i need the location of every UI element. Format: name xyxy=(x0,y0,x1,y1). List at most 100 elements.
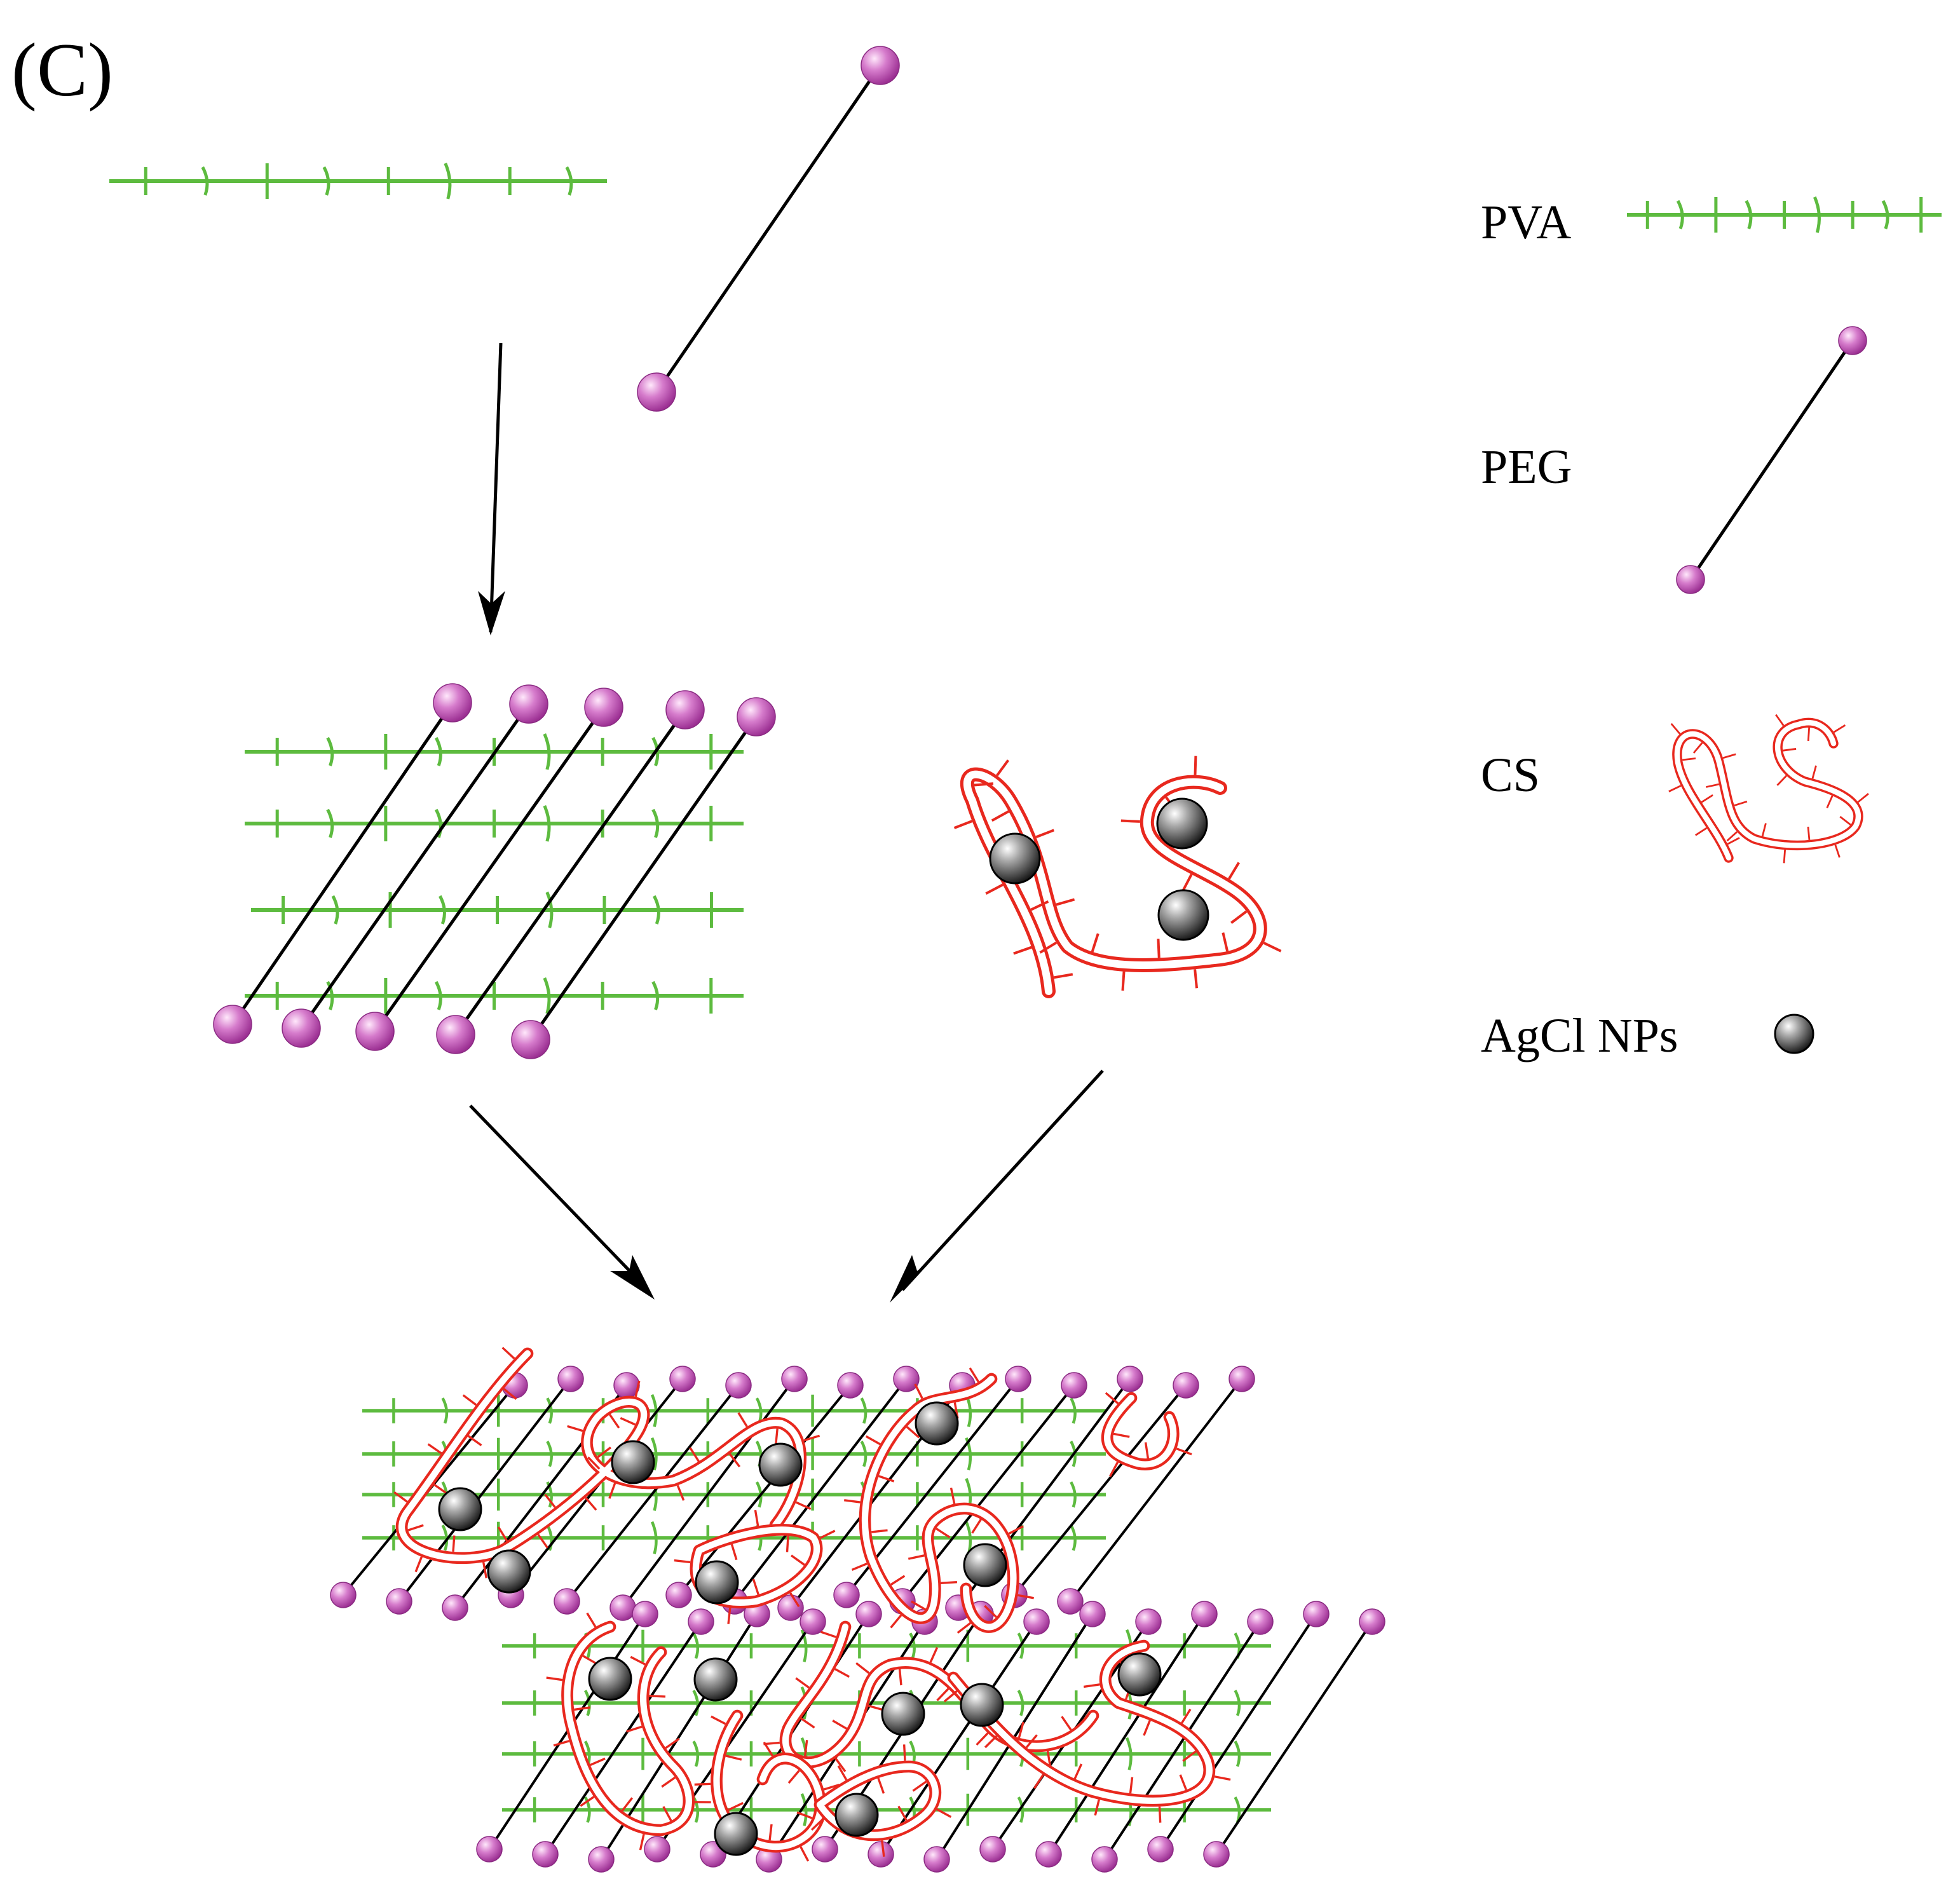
agcl-nanoparticle xyxy=(611,1440,655,1484)
cs-amino xyxy=(467,1435,482,1446)
pva-hydroxyl xyxy=(909,1632,916,1659)
cs-coil xyxy=(674,1509,836,1624)
peg-end-sphere xyxy=(1247,1608,1274,1635)
pva-hydroxyl xyxy=(1813,196,1821,233)
cs-amino xyxy=(774,1428,779,1446)
peg-end-sphere xyxy=(1135,1608,1162,1635)
peg-backbone xyxy=(677,1384,852,1596)
cs-amino xyxy=(1775,714,1785,726)
peg-backbone xyxy=(1069,1378,1243,1603)
agcl-nanoparticle xyxy=(1156,797,1208,850)
cs-amino xyxy=(851,1563,868,1571)
agcl-nanoparticle xyxy=(695,1560,739,1605)
cs-amino xyxy=(1105,1392,1119,1404)
peg-end-sphere xyxy=(588,1846,615,1873)
cs-amino xyxy=(791,1554,805,1566)
cs-amino xyxy=(537,1533,548,1549)
peg-end-sphere xyxy=(584,688,623,727)
gel-agcl-layer xyxy=(438,1401,1162,1856)
peg-end-sphere xyxy=(632,1601,658,1627)
cs-amino xyxy=(1181,1708,1192,1724)
cs-amino xyxy=(971,1519,982,1534)
peg-end-sphere xyxy=(644,1836,670,1863)
agcl-nanoparticle xyxy=(588,1657,632,1701)
arrow-head xyxy=(478,591,505,635)
legend-agcl-icon xyxy=(1774,1014,1814,1054)
cs-amino xyxy=(1857,792,1869,803)
pva-hydroxyl xyxy=(434,736,442,766)
cs-amino xyxy=(752,1578,759,1595)
cs-amino xyxy=(497,1526,508,1542)
cs-coil xyxy=(1668,714,1869,864)
peg-backbone xyxy=(655,64,882,393)
cs-amino xyxy=(1143,1720,1151,1736)
pva-peg-cs-agcl-hydrogel xyxy=(330,1347,1385,1873)
peg-end-sphere xyxy=(669,1366,696,1392)
pva-hydroxyl xyxy=(434,981,442,1010)
peg-end-sphere xyxy=(1091,1846,1118,1873)
cs-amino xyxy=(1121,971,1126,991)
cs-coil xyxy=(546,1612,711,1850)
pva-hydroxyl xyxy=(651,808,660,838)
cs-amino xyxy=(608,1483,616,1499)
cs-amino xyxy=(452,1535,456,1552)
cs-amino xyxy=(501,1347,515,1360)
cs-amino xyxy=(832,1720,848,1730)
cs-amino xyxy=(544,1493,556,1509)
peg-end-sphere xyxy=(442,1594,468,1621)
cs-amino xyxy=(1230,910,1248,924)
pva-hydroxyl xyxy=(692,1632,700,1659)
agcl-nanoparticle xyxy=(834,1793,879,1837)
cs-amino xyxy=(626,1725,643,1733)
cs-amino xyxy=(878,1475,895,1483)
cs-amino xyxy=(1701,794,1713,803)
peg-backbone xyxy=(566,1384,740,1603)
peg-end-sphere xyxy=(1057,1588,1084,1615)
pva-hydroxyl xyxy=(860,1397,868,1424)
peg-end-sphere xyxy=(1035,1841,1062,1868)
cs-amino xyxy=(1181,874,1193,892)
cs-amino xyxy=(711,1715,726,1725)
peg-end-sphere xyxy=(868,1841,894,1868)
cs-amino xyxy=(1179,1774,1188,1791)
pva-hydroxyl xyxy=(650,1437,658,1470)
pva-hydroxyl xyxy=(651,981,660,1010)
cs-amino xyxy=(582,1655,598,1666)
cs-amino xyxy=(902,1744,906,1761)
cs-amino xyxy=(823,1783,840,1791)
cs-amino xyxy=(407,1524,424,1531)
peg-end-sphere xyxy=(893,1366,920,1392)
cs-amino xyxy=(1670,723,1681,735)
cs-amino xyxy=(1668,785,1682,792)
arrow-head xyxy=(890,1255,928,1303)
cs-amino xyxy=(898,1669,902,1686)
cs-amino xyxy=(929,1646,939,1663)
agcl-nanoparticle xyxy=(963,1543,1007,1587)
cs-amino xyxy=(674,1559,691,1564)
cs-amino xyxy=(786,1535,789,1552)
peg-end-sphere xyxy=(1023,1608,1050,1635)
cs-coil xyxy=(393,1347,820,1578)
cs-amino xyxy=(585,1496,597,1511)
cs-amino xyxy=(587,1456,601,1470)
cs-amino xyxy=(1222,932,1229,952)
peg-end-sphere xyxy=(554,1588,580,1615)
cs-amino xyxy=(433,1483,448,1495)
cs-amino xyxy=(800,1717,815,1729)
cs-agcl-complex xyxy=(953,756,1282,998)
cs-amino xyxy=(662,1806,672,1822)
agcl-nanoparticle xyxy=(693,1657,738,1702)
cs-amino xyxy=(649,1695,666,1698)
cs-amino xyxy=(1726,831,1738,842)
peg-end-sphere xyxy=(213,1005,252,1044)
peg-backbone xyxy=(880,1620,1038,1856)
cs-amino xyxy=(1692,742,1703,754)
cs-amino xyxy=(949,1488,956,1504)
cs-inner xyxy=(713,1712,824,1850)
cs-amino xyxy=(969,1367,979,1383)
cs-amino xyxy=(1734,800,1748,806)
cs-amino xyxy=(728,1453,741,1468)
peg-end-sphere xyxy=(737,697,776,736)
peg-backbone xyxy=(544,1620,702,1856)
cs-amino xyxy=(1182,1750,1197,1762)
